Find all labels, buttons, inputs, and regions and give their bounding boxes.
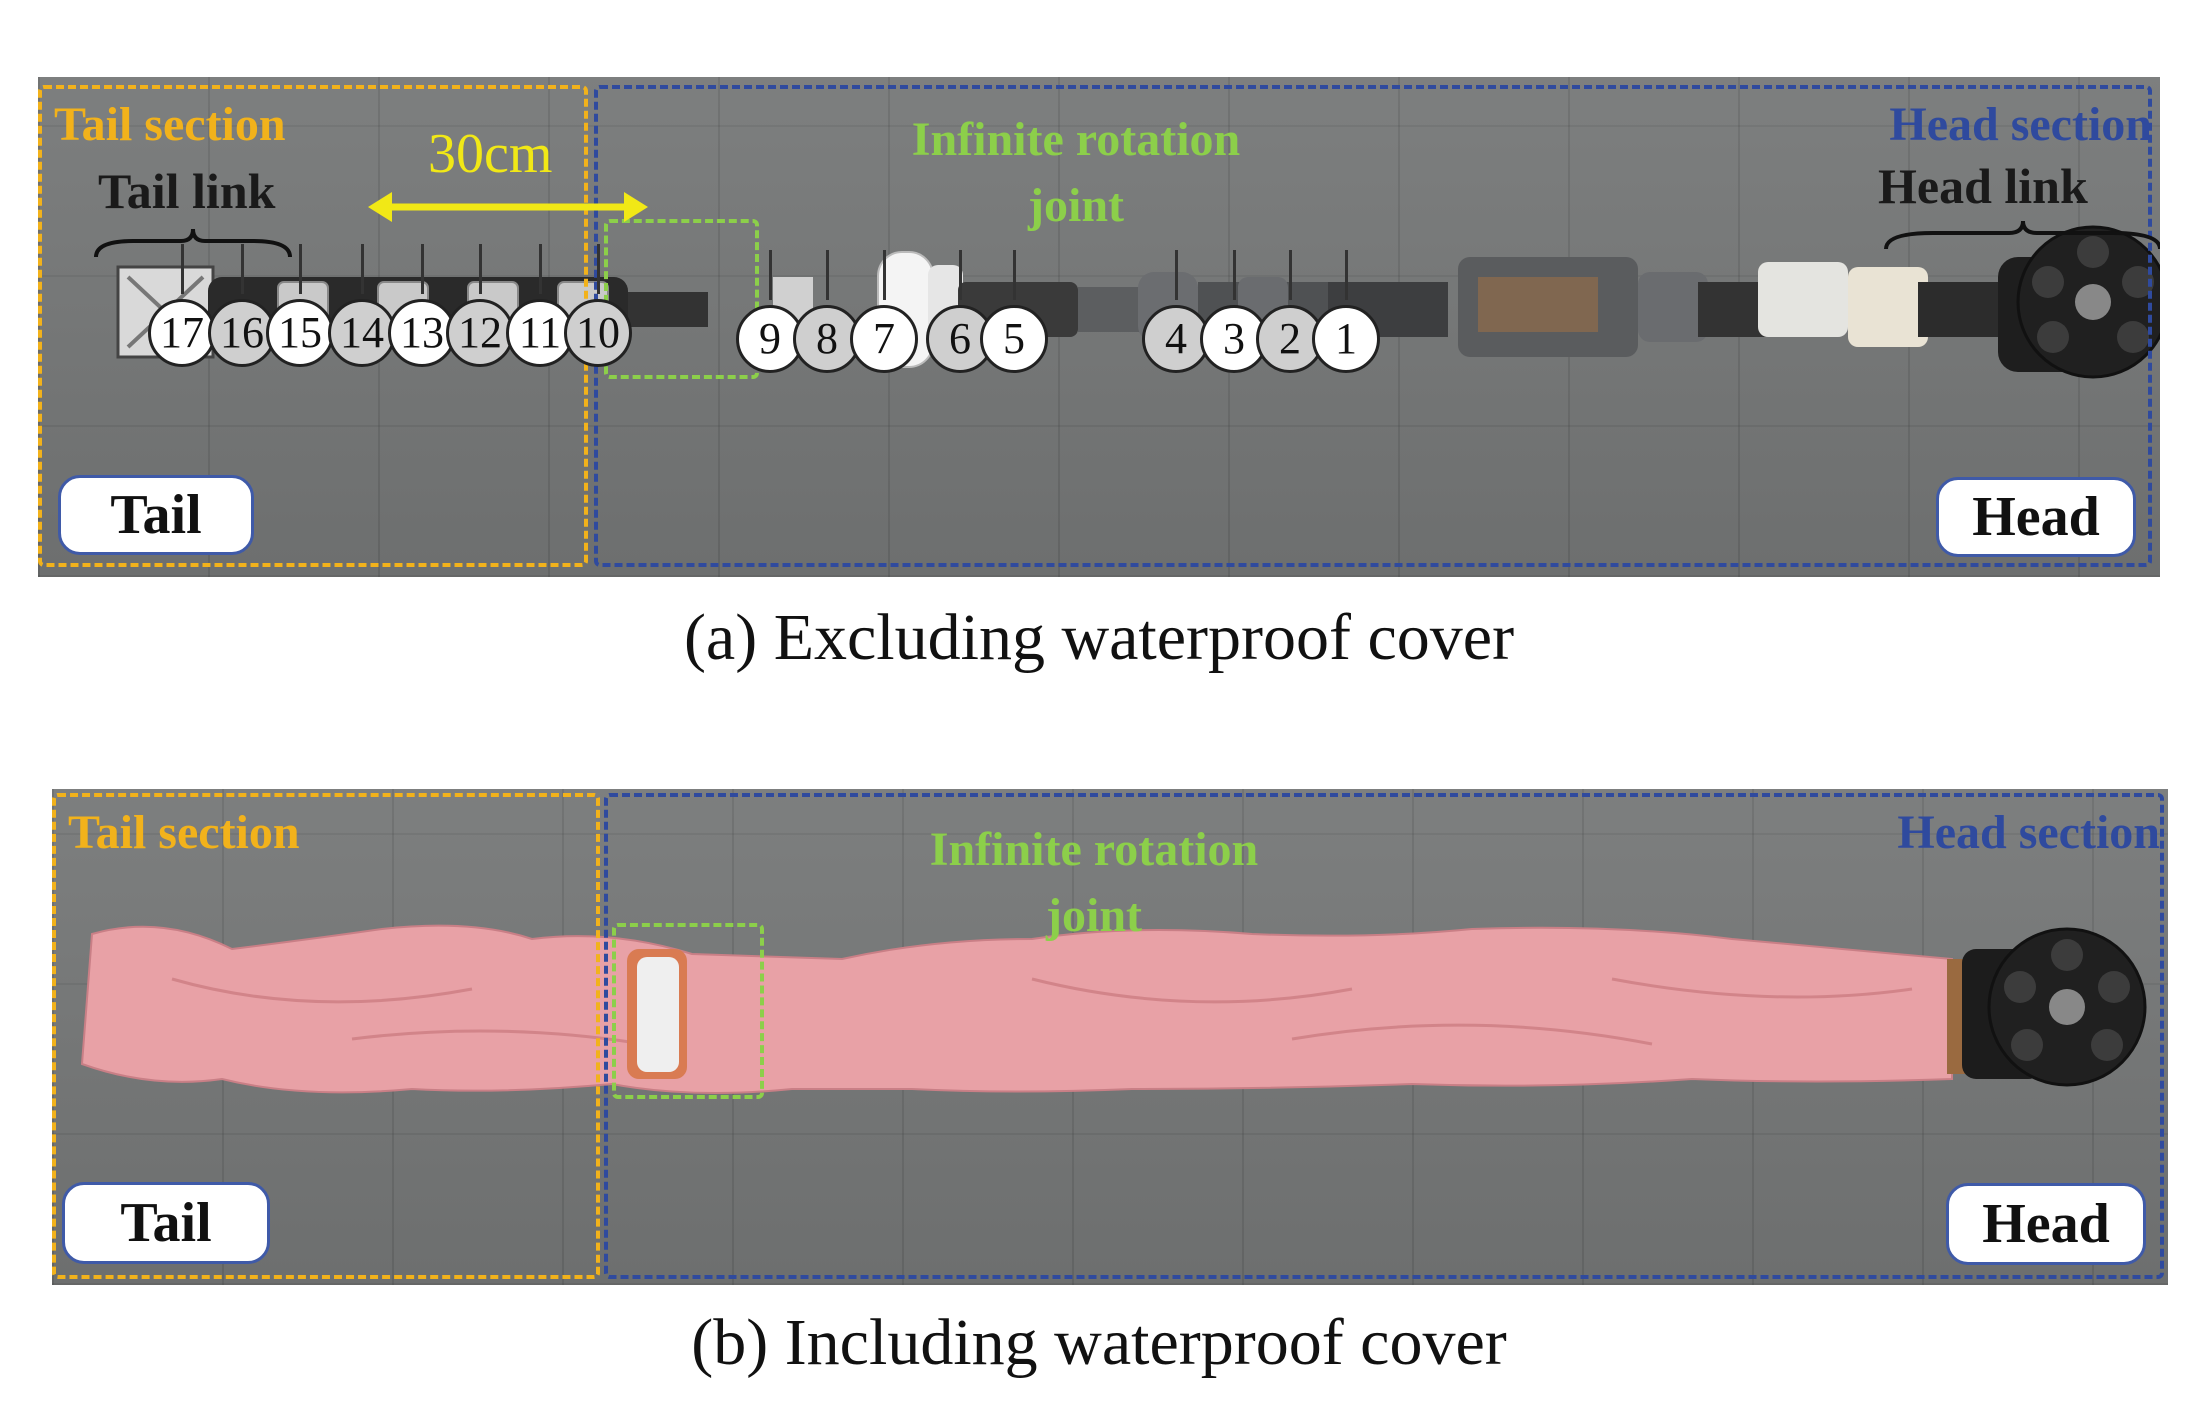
joint-number-2: 2 xyxy=(1256,305,1324,373)
joint-pointer xyxy=(479,244,482,294)
infinite-rotation-joint-region-b xyxy=(612,923,764,1099)
head-section-label-b: Head section xyxy=(1897,806,2160,859)
joint-pointer xyxy=(539,244,542,294)
joint-pointer xyxy=(1233,250,1236,300)
joint-label-b: Infinite rotation joint xyxy=(894,817,1294,949)
joint-number-7: 7 xyxy=(850,305,918,373)
joint-label-line2: joint xyxy=(1028,179,1124,232)
scale-label: 30cm xyxy=(428,123,553,185)
joint-pointer xyxy=(597,244,600,294)
joint-pointer xyxy=(241,244,244,294)
joint-pointer xyxy=(769,250,772,300)
caption-b: (b) Including waterproof cover xyxy=(691,1306,1507,1379)
joint-number-14: 14 xyxy=(328,299,396,367)
joint-pointer xyxy=(1345,250,1348,300)
infinite-rotation-joint-region xyxy=(604,219,759,379)
snake-robot-covered xyxy=(80,924,2147,1094)
photo-panel-a: Tail section Head section Infinite rotat… xyxy=(38,77,2160,577)
joint-pointer xyxy=(181,244,184,294)
joint-number-4: 4 xyxy=(1142,305,1210,373)
joint-number-11: 11 xyxy=(506,299,574,367)
joint-number-13: 13 xyxy=(388,299,456,367)
joint-number-5: 5 xyxy=(980,305,1048,373)
joint-number-15: 15 xyxy=(266,299,334,367)
joint-pointer xyxy=(299,244,302,294)
joint-pointer xyxy=(1013,250,1016,300)
head-section-region-b xyxy=(604,793,2164,1279)
tail-end-box-b: Tail xyxy=(62,1182,270,1264)
tail-end-box: Tail xyxy=(58,475,254,555)
joint-number-16: 16 xyxy=(208,299,276,367)
joint-number-10: 10 xyxy=(564,299,632,367)
head-link-brace xyxy=(1884,220,2160,250)
joint-number-8: 8 xyxy=(793,305,861,373)
joint-pointer xyxy=(883,250,886,300)
tail-link-label: Tail link xyxy=(98,163,276,219)
joint-label-line1: Infinite rotation xyxy=(911,113,1241,166)
joint-label-b-line1: Infinite rotation xyxy=(929,823,1259,876)
tail-link-brace xyxy=(94,228,292,258)
head-link-label: Head link xyxy=(1878,158,2088,214)
joint-number-1: 1 xyxy=(1312,305,1380,373)
joint-pointer xyxy=(1175,250,1178,300)
tail-section-label: Tail section xyxy=(54,98,286,151)
scale-arrow xyxy=(368,192,648,222)
joint-pointer xyxy=(361,244,364,294)
joint-number-17: 17 xyxy=(148,299,216,367)
tail-section-region-b xyxy=(52,793,600,1279)
joint-pointer xyxy=(959,250,962,300)
joint-pointer xyxy=(1289,250,1292,300)
tail-section-label-b: Tail section xyxy=(68,806,300,859)
joint-pointer xyxy=(826,250,829,300)
photo-panel-b: Tail section Head section Infinite rotat… xyxy=(52,789,2168,1285)
head-end-box-b: Head xyxy=(1946,1183,2146,1265)
head-section-label: Head section xyxy=(1889,98,2152,151)
joint-pointer xyxy=(421,244,424,294)
head-end-box: Head xyxy=(1936,477,2136,557)
joint-number-12: 12 xyxy=(446,299,514,367)
joint-label: Infinite rotation joint xyxy=(876,107,1276,239)
joint-label-b-line2: joint xyxy=(1046,889,1142,942)
caption-a: (a) Excluding waterproof cover xyxy=(683,601,1515,674)
